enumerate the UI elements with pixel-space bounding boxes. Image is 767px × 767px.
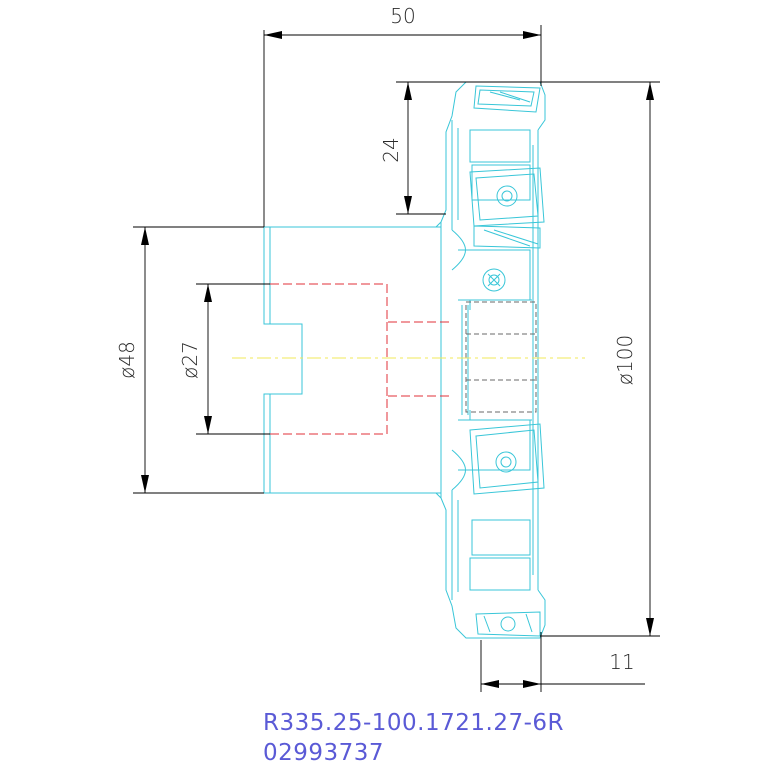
insert-top (473, 85, 541, 113)
dim-shank-diameter-label: ø48 (115, 341, 139, 379)
clamp-screw (482, 268, 506, 292)
part-designation: R335.25-100.1721.27-6R (263, 710, 564, 736)
hidden-bore (270, 283, 452, 435)
dim-cutter-diameter: ø100 (476, 81, 660, 637)
dim-bore-diameter: ø27 (178, 283, 270, 435)
part-item-number: 02993737 (263, 740, 384, 766)
dim-overall-length-label: 50 (390, 4, 415, 28)
insert-lower (469, 423, 545, 495)
insert-upper (469, 167, 545, 249)
dim-cutter-diameter-label: ø100 (613, 335, 637, 385)
insert-bottom (475, 611, 541, 637)
dim-insert-height-label: 24 (379, 137, 403, 162)
dim-insert-width-label: 11 (609, 650, 634, 674)
dim-insert-width: 11 (480, 632, 645, 692)
dim-bore-diameter-label: ø27 (178, 341, 202, 379)
dim-shank-diameter: ø48 (115, 226, 264, 494)
cutter-hub-outline (263, 221, 442, 499)
dim-overall-length: 50 (263, 4, 542, 227)
hidden-screw-bore (465, 301, 537, 413)
dim-insert-height: 24 (379, 81, 476, 215)
cutter-body-outline (440, 81, 546, 639)
